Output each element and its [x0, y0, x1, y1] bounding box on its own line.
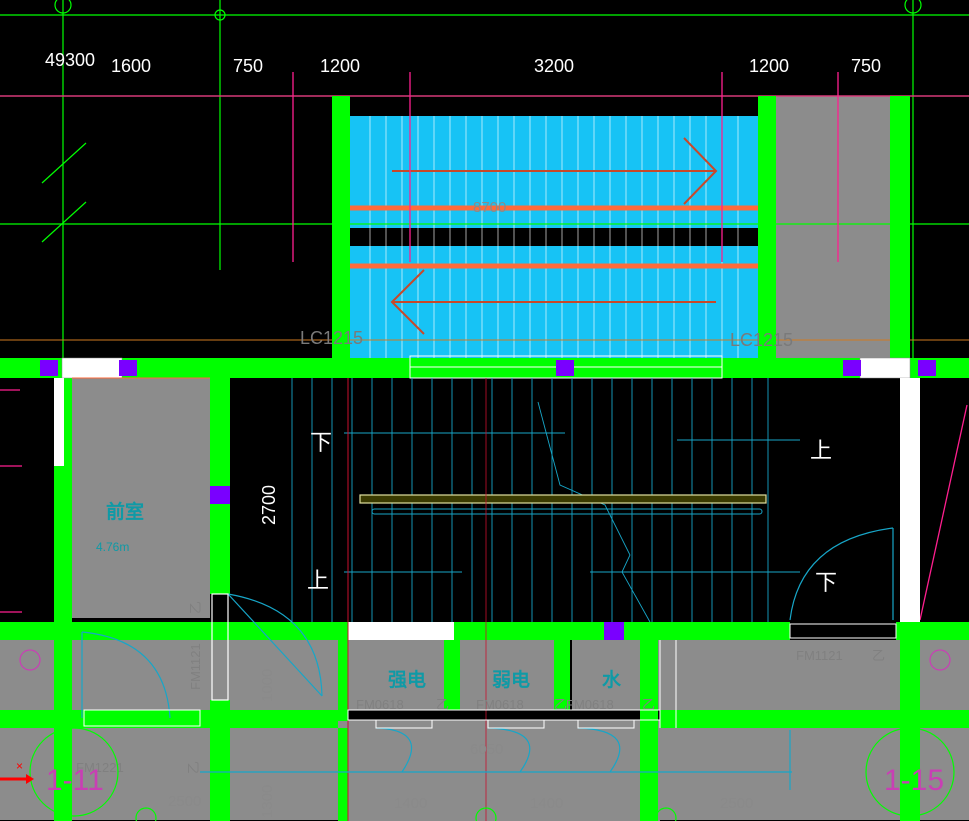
room-name-weak-power: 弱电	[492, 668, 530, 691]
dimension-text: 1000	[259, 669, 276, 702]
stair-direction-down: 下	[815, 571, 837, 596]
room-name-anteroom: 前室	[106, 500, 144, 523]
dimension-text: 1200	[749, 56, 789, 76]
dimension-text: 750	[851, 56, 881, 76]
door-label: FM0618	[476, 697, 524, 712]
dimension-text: 2500	[168, 793, 201, 810]
columns	[40, 360, 936, 640]
dimension-text: 6050	[470, 741, 503, 758]
window-label: LC1215	[300, 328, 363, 348]
door-label: FM1221	[76, 760, 124, 775]
dimension-text: 1600	[111, 56, 151, 76]
ucs-arrow-icon: ×	[0, 759, 34, 784]
room-name-strong-power: 强电	[388, 668, 426, 691]
room-area: 4.76m	[96, 540, 129, 554]
door-class: 乙	[872, 648, 885, 663]
dimension-text: 1200	[320, 56, 360, 76]
door-label: FM0618	[356, 697, 404, 712]
door-class: 乙	[554, 697, 567, 712]
dimension-lines	[0, 72, 969, 621]
dimension-text: 49300	[45, 50, 95, 70]
window-frames	[54, 357, 920, 640]
axis-label: 1-15	[884, 764, 944, 797]
door-class: 乙	[436, 697, 449, 712]
door-class: 乙	[186, 761, 201, 774]
door-class: 乙	[188, 601, 203, 614]
stair-upper	[335, 116, 771, 358]
dimension-text: 3200	[534, 56, 574, 76]
svg-text:×: ×	[16, 759, 23, 773]
dimension-text: 1400	[530, 795, 563, 812]
door-label: FM0618	[566, 697, 614, 712]
window-label: LC1215	[730, 330, 793, 350]
stair-handrail	[359, 494, 767, 515]
door-class: 乙	[642, 697, 655, 712]
stair-direction-down: 下	[310, 431, 332, 456]
axis-marker-icon	[19, 0, 955, 821]
walls	[0, 96, 969, 821]
direction-arrow-icon	[390, 137, 718, 335]
stair-width-text: 2700	[259, 485, 279, 525]
axis-label: 1-11	[46, 764, 104, 797]
dimension-text: 2500	[720, 795, 753, 812]
door-label: FM1121	[188, 643, 203, 690]
stair-direction-up: 上	[307, 569, 329, 594]
top-dimensions: 49300 1600 750 1200 3200 1200 750	[45, 50, 881, 76]
dimension-text: 1400	[394, 795, 427, 812]
floor-fill	[0, 96, 969, 821]
dimension-text: 1300	[259, 785, 276, 818]
door-label: FM1121	[796, 648, 843, 663]
room-name-water: 水	[602, 669, 622, 691]
stair-direction-up: 上	[810, 439, 832, 464]
door-swing-icon	[81, 527, 894, 773]
stair-length-text: 8700	[473, 199, 506, 216]
dimension-text: 750	[233, 56, 263, 76]
